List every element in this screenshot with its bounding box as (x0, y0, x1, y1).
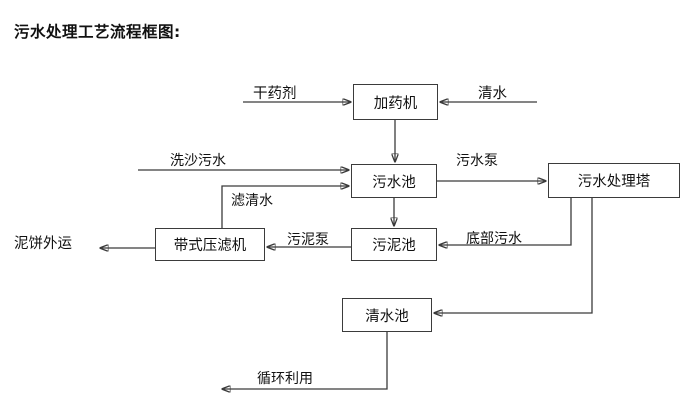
node-sludge-pool[interactable]: 污泥池 (351, 228, 437, 261)
node-label: 加药机 (373, 95, 418, 112)
edge-label-bottom-sewage: 底部污水 (466, 231, 522, 247)
node-belt-filter-press[interactable]: 带式压滤机 (155, 228, 265, 261)
terminal-dry-agent: 干药剂 (253, 86, 297, 102)
node-label: 污泥池 (372, 238, 416, 254)
edge-clear-pool-to-recycle (222, 332, 388, 389)
edge-label-sand-wash-sewage: 洗沙污水 (170, 153, 226, 169)
terminal-mud-cake-transport: 泥饼外运 (14, 236, 72, 252)
node-label: 污水池 (372, 174, 416, 191)
terminal-clean-water: 清水 (478, 86, 507, 102)
node-clear-water-pool[interactable]: 清水池 (342, 298, 432, 332)
node-treatment-tower[interactable]: 污水处理塔 (548, 163, 680, 198)
edge-belt-press-to-sewage-pool (221, 186, 349, 228)
node-label: 带式压滤机 (173, 238, 247, 254)
node-label: 污水处理塔 (577, 174, 651, 190)
edge-label-recycle-reuse: 循环利用 (257, 371, 313, 387)
edge-tower-to-sludge-pool (439, 198, 572, 245)
edge-label-sewage-pump: 污水泵 (456, 153, 498, 169)
node-dosing-machine[interactable]: 加药机 (353, 84, 438, 120)
node-sewage-pool[interactable]: 污水池 (351, 164, 437, 198)
node-label: 清水池 (365, 308, 409, 325)
page-title: 污水处理工艺流程框图: (14, 23, 181, 41)
edge-label-filtrate: 滤清水 (231, 193, 273, 209)
edge-tower-to-clear-pool (434, 198, 593, 313)
edge-label-sludge-pump: 污泥泵 (287, 232, 329, 248)
